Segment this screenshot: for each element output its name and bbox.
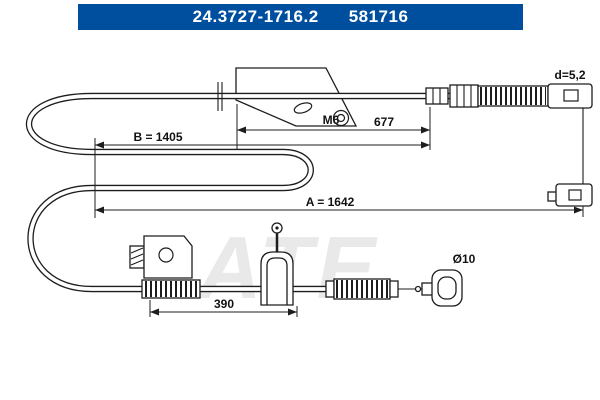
- dim-a-label: A = 1642: [306, 195, 355, 209]
- part-number: 24.3727-1716.2: [192, 7, 319, 26]
- thread-label: M6: [323, 113, 340, 127]
- clevis-end: [398, 269, 463, 307]
- reference-number: 581716: [348, 7, 409, 26]
- end-fitting: [547, 83, 593, 109]
- dimensions: [94, 104, 584, 317]
- cable: [26, 92, 557, 293]
- adjuster-spring: [325, 278, 399, 300]
- lower-bracket-assembly: [129, 235, 201, 299]
- bracket-hole: [158, 247, 174, 263]
- housing-end-cap: [425, 87, 449, 105]
- end-diameter-label: d=5,2: [554, 68, 585, 82]
- clevis-diameter-label: Ø10: [453, 252, 476, 266]
- adjuster-block: [449, 84, 479, 108]
- cable-clip: [217, 82, 223, 111]
- bellows: [477, 85, 549, 107]
- guide-bracket: [260, 222, 294, 306]
- clevis-slot: [437, 276, 457, 300]
- dim-b-label: B = 1405: [133, 130, 182, 144]
- title-bar: 24.3727-1716.2 581716: [78, 4, 523, 30]
- m6-hole: [332, 109, 350, 127]
- cable-eye-fitting: [547, 183, 593, 207]
- dim-677-label: 677: [374, 115, 394, 129]
- dim-390-label: 390: [214, 297, 234, 311]
